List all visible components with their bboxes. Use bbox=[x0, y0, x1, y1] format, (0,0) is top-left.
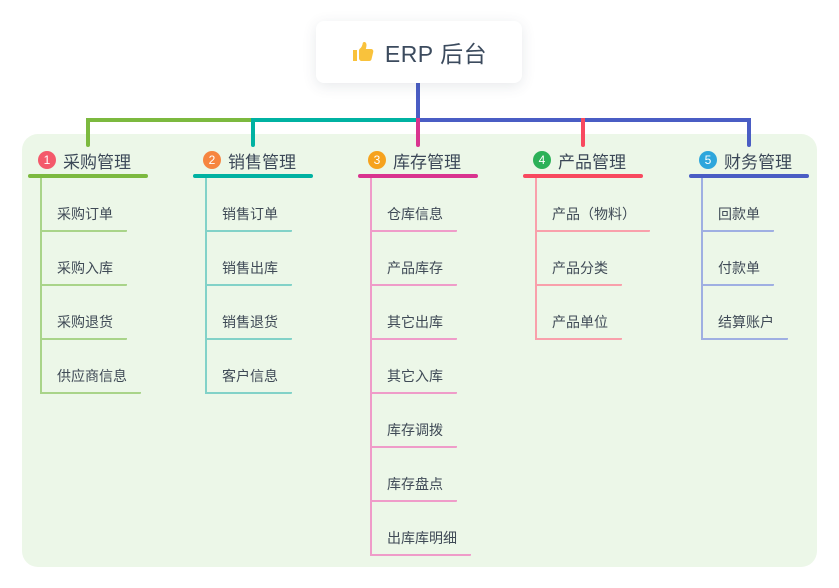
root-title: ERP 后台 bbox=[384, 41, 488, 67]
bus-line-purchase bbox=[86, 118, 252, 122]
branch-spine-line bbox=[701, 178, 703, 340]
child-node[interactable]: 产品库存 bbox=[370, 258, 457, 286]
branch-label: 产品管理 bbox=[558, 152, 626, 172]
child-node[interactable]: 仓库信息 bbox=[370, 204, 457, 232]
drop-line-inventory bbox=[416, 118, 420, 147]
child-node[interactable]: 销售订单 bbox=[205, 204, 292, 232]
branch-inventory: 3 库存管理 仓库信息 产品库存 其它出库 其它入库 库存调拨 库存盘点 出库库… bbox=[358, 146, 518, 556]
child-node[interactable]: 采购入库 bbox=[40, 258, 127, 286]
branch-underline bbox=[689, 174, 809, 178]
branch-spine-line bbox=[370, 178, 372, 556]
child-node[interactable]: 库存盘点 bbox=[370, 474, 457, 502]
branch-title-sales[interactable]: 2 销售管理 bbox=[193, 146, 353, 174]
branch-children: 采购订单 采购入库 采购退货 供应商信息 bbox=[28, 178, 141, 394]
child-node[interactable]: 采购退货 bbox=[40, 312, 127, 340]
drop-line-finance bbox=[747, 118, 751, 147]
child-node[interactable]: 付款单 bbox=[701, 258, 774, 286]
drop-line-product bbox=[581, 118, 585, 147]
child-node[interactable]: 供应商信息 bbox=[40, 366, 141, 394]
child-node[interactable]: 结算账户 bbox=[701, 312, 788, 340]
child-node[interactable]: 采购订单 bbox=[40, 204, 127, 232]
branch-title-finance[interactable]: 5 财务管理 bbox=[689, 146, 839, 174]
badge-number: 5 bbox=[699, 151, 717, 169]
root-connector-line bbox=[416, 83, 420, 119]
branch-label: 销售管理 bbox=[228, 152, 296, 172]
branch-children: 产品（物料） 产品分类 产品单位 bbox=[523, 178, 650, 340]
badge-number: 4 bbox=[533, 151, 551, 169]
branch-underline bbox=[523, 174, 643, 178]
branch-underline bbox=[193, 174, 313, 178]
branch-underline bbox=[358, 174, 478, 178]
branch-underline bbox=[28, 174, 148, 178]
branch-spine-line bbox=[205, 178, 207, 394]
branch-children: 回款单 付款单 结算账户 bbox=[689, 178, 788, 340]
branch-spine-line bbox=[535, 178, 537, 340]
child-node[interactable]: 其它出库 bbox=[370, 312, 457, 340]
child-node[interactable]: 销售出库 bbox=[205, 258, 292, 286]
branches-panel bbox=[22, 134, 817, 567]
drop-line-sales bbox=[251, 118, 255, 147]
branch-title-product[interactable]: 4 产品管理 bbox=[523, 146, 683, 174]
branch-label: 采购管理 bbox=[63, 152, 131, 172]
child-node[interactable]: 产品分类 bbox=[535, 258, 622, 286]
root-node[interactable]: ERP 后台 bbox=[316, 21, 522, 83]
branch-product: 4 产品管理 产品（物料） 产品分类 产品单位 bbox=[523, 146, 683, 340]
branch-finance: 5 财务管理 回款单 付款单 结算账户 bbox=[689, 146, 839, 340]
child-node[interactable]: 客户信息 bbox=[205, 366, 292, 394]
badge-number: 2 bbox=[203, 151, 221, 169]
bus-line-sales bbox=[251, 118, 417, 122]
child-node[interactable]: 回款单 bbox=[701, 204, 774, 232]
branch-children: 仓库信息 产品库存 其它出库 其它入库 库存调拨 库存盘点 出库库明细 bbox=[358, 178, 471, 556]
branch-spine-line bbox=[40, 178, 42, 394]
branch-children: 销售订单 销售出库 销售退货 客户信息 bbox=[193, 178, 292, 394]
thumbs-up-icon bbox=[351, 40, 375, 64]
branch-purchase: 1 采购管理 采购订单 采购入库 采购退货 供应商信息 bbox=[28, 146, 188, 394]
child-node[interactable]: 库存调拨 bbox=[370, 420, 457, 448]
child-node[interactable]: 其它入库 bbox=[370, 366, 457, 394]
drop-line-purchase bbox=[86, 118, 90, 147]
child-node[interactable]: 产品（物料） bbox=[535, 204, 650, 232]
badge-number: 3 bbox=[368, 151, 386, 169]
badge-number: 1 bbox=[38, 151, 56, 169]
branch-label: 财务管理 bbox=[724, 152, 792, 172]
branch-title-purchase[interactable]: 1 采购管理 bbox=[28, 146, 188, 174]
child-node[interactable]: 产品单位 bbox=[535, 312, 622, 340]
branch-title-inventory[interactable]: 3 库存管理 bbox=[358, 146, 518, 174]
branch-label: 库存管理 bbox=[393, 152, 461, 172]
child-node[interactable]: 销售退货 bbox=[205, 312, 292, 340]
branch-sales: 2 销售管理 销售订单 销售出库 销售退货 客户信息 bbox=[193, 146, 353, 394]
child-node[interactable]: 出库库明细 bbox=[370, 528, 471, 556]
